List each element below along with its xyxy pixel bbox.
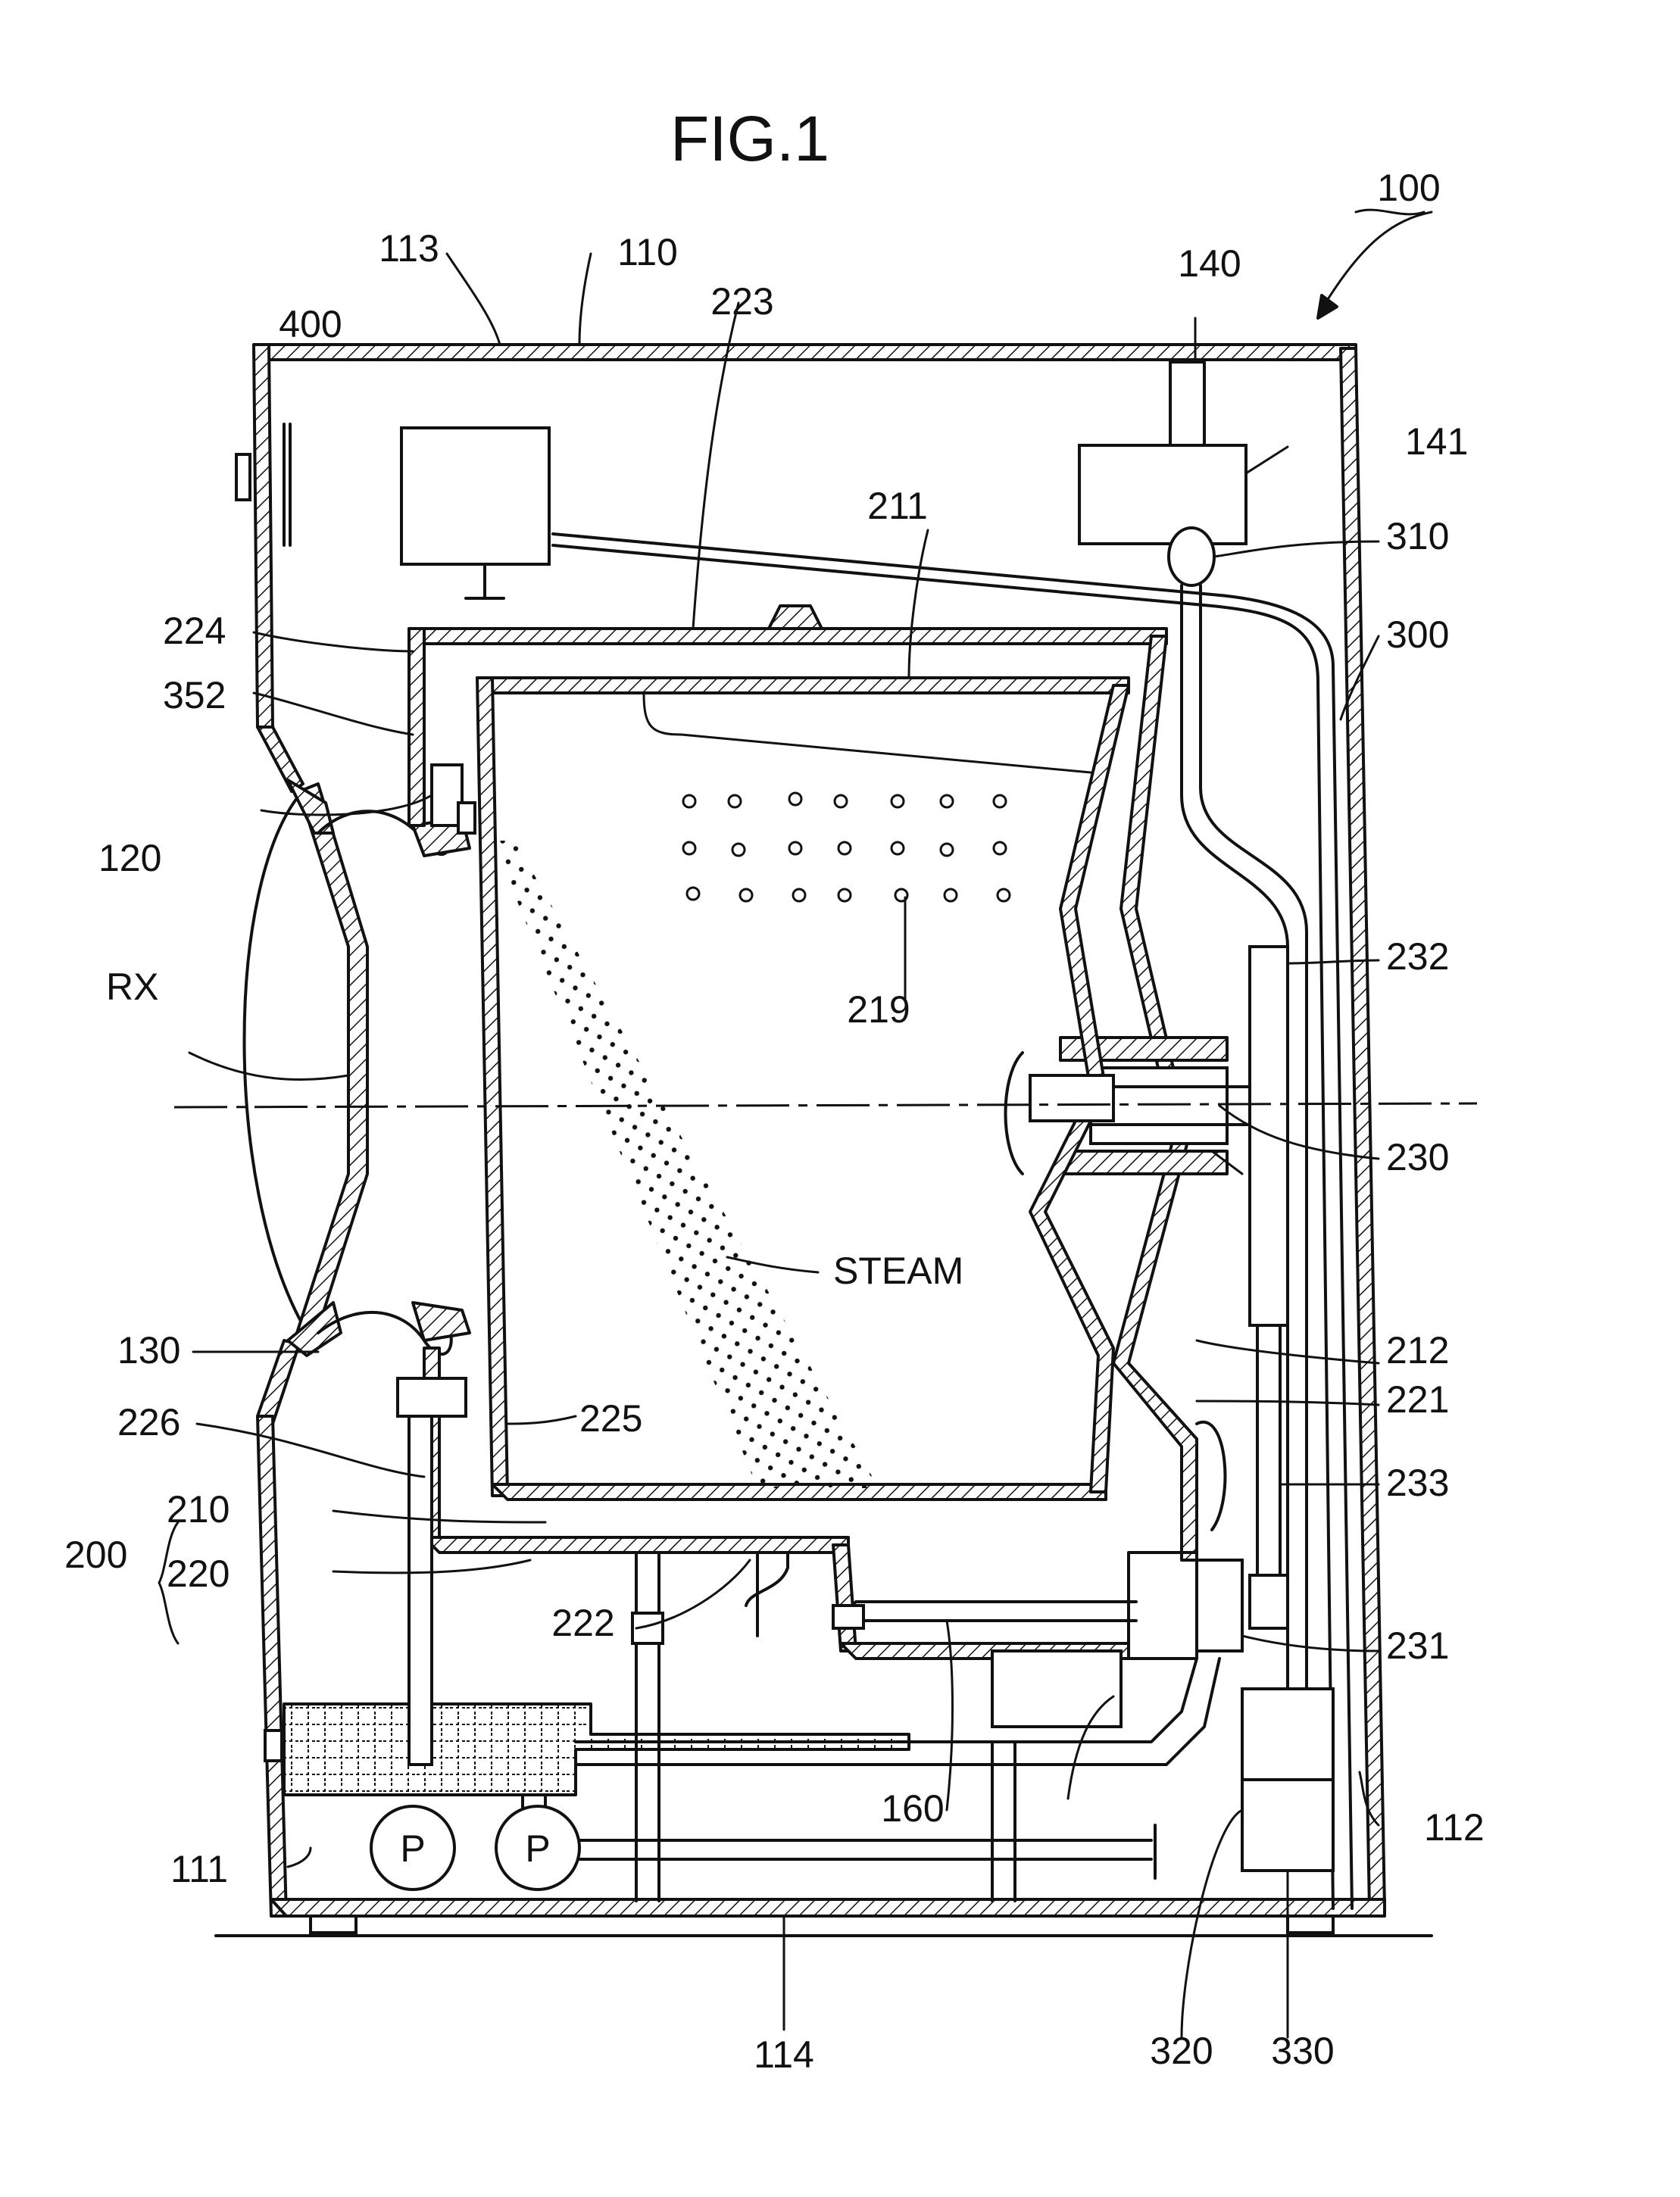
label-200: 200: [64, 1534, 127, 1576]
figure-title: FIG.1: [670, 103, 829, 174]
label-221: 221: [1386, 1378, 1449, 1421]
label-100: 100: [1377, 167, 1440, 209]
label-352: 352: [163, 674, 226, 716]
label-210: 210: [167, 1488, 230, 1531]
label-233: 233: [1386, 1462, 1449, 1504]
label-300: 300: [1386, 613, 1449, 656]
label-110: 110: [617, 231, 678, 273]
label-310: 310: [1386, 515, 1449, 557]
label-112: 112: [1424, 1806, 1485, 1849]
door: [245, 780, 470, 1356]
steam-spray: [492, 841, 879, 1488]
label-111: 111: [170, 1848, 228, 1890]
pump-1-label: P: [400, 1827, 425, 1870]
label-232: 232: [1386, 935, 1449, 978]
label-141: 141: [1405, 420, 1468, 463]
drum-holes: [683, 793, 1010, 901]
drain-system: P P: [265, 1378, 1219, 1901]
label-120: 120: [98, 837, 161, 879]
label-225: 225: [579, 1397, 642, 1440]
label-114: 114: [754, 2033, 814, 2076]
label-140: 140: [1178, 242, 1241, 285]
label-400: 400: [279, 303, 342, 345]
label-330: 330: [1271, 2030, 1334, 2072]
label-160: 160: [881, 1787, 944, 1830]
label-231: 231: [1386, 1624, 1449, 1667]
label-223: 223: [710, 280, 773, 323]
label-steam: STEAM: [833, 1250, 963, 1292]
label-224: 224: [163, 610, 226, 652]
label-219: 219: [847, 988, 910, 1031]
label-212: 212: [1386, 1329, 1449, 1372]
label-113: 113: [379, 227, 439, 270]
pump-2-label: P: [525, 1827, 550, 1870]
label-222: 222: [551, 1602, 614, 1644]
label-220: 220: [167, 1553, 230, 1595]
label-211: 211: [867, 485, 928, 527]
label-130: 130: [117, 1329, 180, 1372]
label-320: 320: [1150, 2030, 1213, 2072]
label-230: 230: [1386, 1136, 1449, 1178]
label-rx: RX: [106, 966, 158, 1008]
label-226: 226: [117, 1401, 180, 1443]
